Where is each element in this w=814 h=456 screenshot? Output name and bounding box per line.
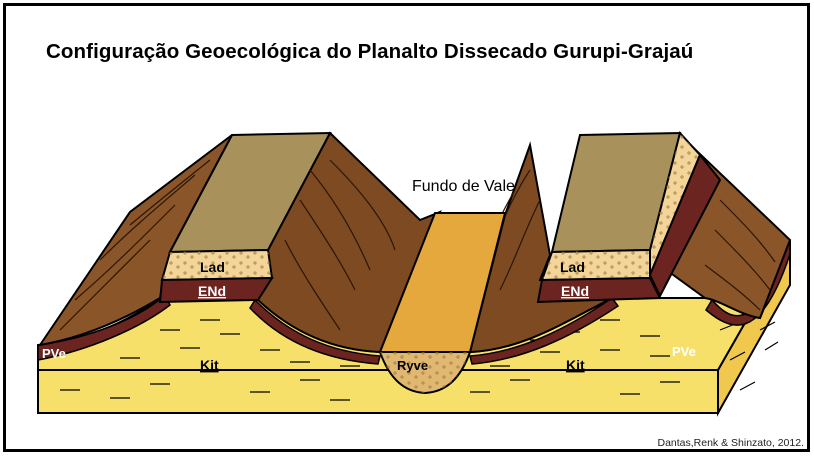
figure-credit: Dantas,Renk & Shinzato, 2012.	[657, 437, 804, 449]
ryve-label: Ryve	[397, 358, 428, 373]
pve-right-label: PVe	[672, 344, 696, 359]
lad-right-label: Lad	[560, 259, 585, 275]
figure-title: Configuração Geoecológica do Planalto Di…	[46, 40, 694, 63]
lad-left-label: Lad	[200, 259, 225, 275]
valley-label: Fundo de Vale	[412, 178, 515, 195]
end-left-label: ENd	[198, 283, 226, 299]
kit-right-label: Kit	[566, 357, 585, 373]
left-plateau	[37, 131, 442, 354]
end-right-label: ENd	[561, 283, 589, 299]
right-plateau	[468, 130, 792, 354]
kit-left-label: Kit	[200, 357, 219, 373]
pve-left-label: PVe	[42, 346, 66, 361]
valley-floor	[378, 212, 507, 395]
